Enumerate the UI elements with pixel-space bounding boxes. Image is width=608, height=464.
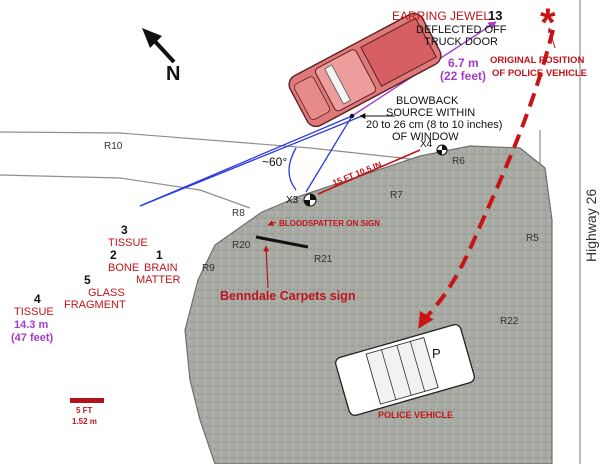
blowback-line1: BLOWBACK — [396, 95, 459, 107]
earring-line1: DEFLECTED OFF — [416, 24, 507, 36]
police-vehicle-label: POLICE VEHICLE — [378, 410, 453, 420]
road-label-r20: R20 — [232, 240, 251, 251]
parking-lot — [184, 145, 553, 464]
blowback-line3: 20 to 26 cm (8 to 10 inches) — [366, 119, 502, 131]
road-label-r7: R7 — [390, 190, 403, 201]
north-label: N — [166, 63, 180, 85]
evidence-4-number: 4 — [34, 292, 41, 306]
police-vehicle-letter: P — [432, 346, 441, 361]
trajectory-lines — [139, 115, 363, 207]
evidence-5-label2: FRAGMENT — [64, 299, 126, 311]
scale-bar — [70, 398, 104, 403]
road-label-r22: R22 — [500, 316, 519, 327]
road-label-r10: R10 — [104, 141, 123, 152]
road-label-r9: R9 — [202, 263, 215, 274]
marker-x3-label: X3 — [286, 195, 299, 206]
marker-x3-symbol — [303, 193, 317, 207]
truck-cab — [314, 49, 377, 112]
road-edge-r10 — [0, 131, 421, 161]
measurement-line — [317, 149, 421, 195]
evidence-5-label1: GLASS — [88, 287, 125, 299]
scale-m-label: 1.52 m — [72, 417, 97, 426]
evidence-1-label2: MATTER — [136, 274, 180, 286]
scale-ft-label: 5 FT — [76, 406, 93, 415]
trajectory-line-upper — [139, 115, 363, 207]
blowback-line4: OF WINDOW — [392, 131, 459, 143]
evidence-4-label: TISSUE — [14, 306, 54, 318]
bloodspatter-label: BLOODSPATTER ON SIGN — [279, 219, 380, 228]
earring-line2: TRUCK DOOR — [424, 36, 498, 48]
bloodspatter-leader — [267, 220, 277, 226]
marker-x4-label: X4 — [420, 139, 433, 150]
road-label-r8: R8 — [232, 208, 245, 219]
earring-number: 13 — [488, 8, 502, 23]
road-label-r6: R6 — [452, 156, 465, 167]
angle-label: ~60° — [262, 155, 287, 169]
truck-bed — [360, 17, 437, 87]
north-arrow — [142, 28, 176, 64]
original-position-line2: OF POLICE VEHICLE — [492, 68, 587, 79]
trajectory-line-short — [305, 115, 353, 193]
road-edge-lower — [0, 174, 251, 209]
highway-label: Highway 26 — [583, 189, 599, 262]
benndale-sign-label: Benndale Carpets sign — [220, 289, 355, 303]
evidence-1-label1: BRAIN — [144, 262, 178, 274]
evidence-2-number: 2 — [110, 248, 117, 262]
blowback-point — [349, 113, 355, 119]
evidence-4-dist-ft: (47 feet) — [11, 332, 54, 344]
road-label-r5: R5 — [526, 233, 539, 244]
evidence-4-dist-m: 14.3 m — [14, 319, 48, 331]
earring-distance-m: 6.7 m — [448, 56, 479, 70]
earring-title: EARRING JEWEL — [392, 9, 490, 23]
blowback-line2: SOURCE WITHIN — [386, 107, 475, 119]
marker-x4-symbol — [436, 144, 448, 156]
evidence-3-label: TISSUE — [108, 237, 148, 249]
sign-leader — [263, 245, 270, 289]
evidence-5-number: 5 — [84, 273, 91, 287]
truck-windshield — [324, 64, 352, 105]
original-position-marker: * — [540, 1, 556, 45]
police-approach-path — [418, 29, 555, 329]
original-position-leader — [547, 27, 556, 49]
police-vehicle-roof — [365, 337, 439, 405]
evidence-1-number: 1 — [156, 248, 163, 262]
truck-hood — [293, 76, 331, 120]
evidence-3-number: 3 — [121, 223, 128, 237]
angle-arc — [288, 147, 297, 191]
police-vehicle — [335, 324, 475, 416]
benndale-sign-bar — [255, 235, 309, 249]
earring-distance-ft: (22 feet) — [440, 69, 486, 83]
road-label-r21: R21 — [314, 254, 333, 265]
evidence-2-label: BONE — [108, 262, 139, 274]
original-position-line1: ORIGINAL POSITION — [490, 55, 584, 66]
pickup-truck — [288, 12, 442, 128]
